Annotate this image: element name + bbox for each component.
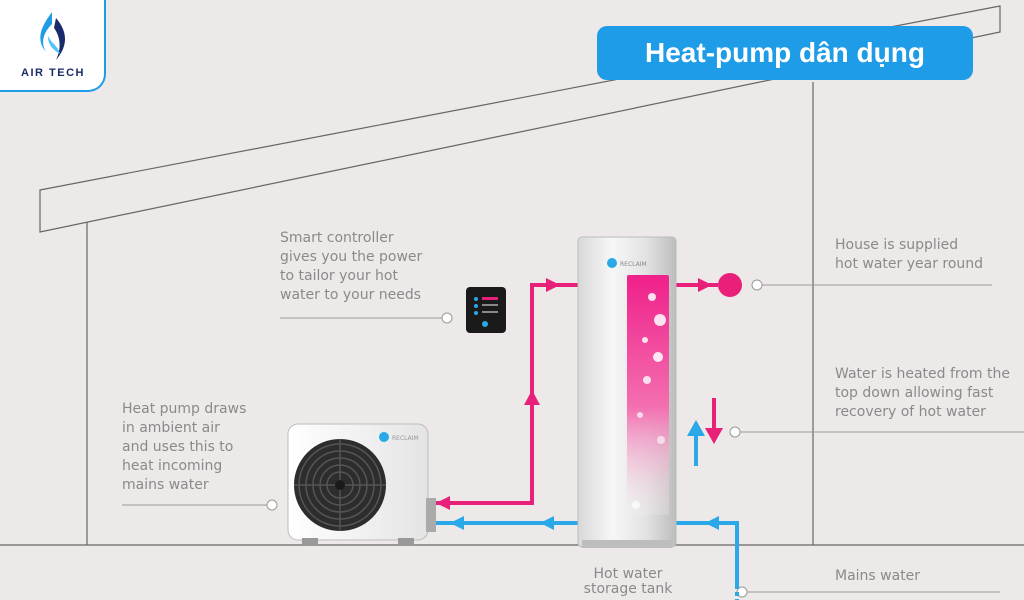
smart-controller — [466, 287, 506, 333]
heat-pump-label: Heat pump draws in ambient air and uses … — [122, 401, 247, 493]
svg-text:RECLAIM: RECLAIM — [392, 435, 419, 442]
cold-flow-arrow — [450, 516, 464, 530]
brand-name: AIR TECH — [21, 67, 85, 79]
house-wall — [0, 82, 1024, 546]
hot-flow-arrow — [436, 496, 450, 510]
cold-flow-arrow — [705, 516, 719, 530]
cold-flow-arrow — [540, 516, 554, 530]
controller-label: Smart controller gives you the power to … — [280, 230, 423, 303]
heat-pump-unit: RECLAIM — [287, 423, 436, 546]
heating-label: Water is heated from the top down allowi… — [835, 366, 1010, 420]
tank-label: Hot water storage tank — [583, 566, 673, 597]
brand-logo: AIR TECH — [0, 0, 106, 92]
page-title-badge: Heat-pump dân dụng — [597, 26, 973, 80]
hot-flow-arrow — [698, 278, 712, 292]
hot-flow-arrow — [546, 278, 560, 292]
svg-text:RECLAIM: RECLAIM — [620, 261, 647, 268]
leader-dots — [266, 279, 763, 598]
mains-water-label: Mains water — [835, 568, 921, 584]
hot-flow-arrow — [524, 390, 540, 405]
house-supply-label: House is supplied hot water year round — [835, 237, 984, 272]
leader-lines — [122, 284, 1024, 593]
flame-droplet-icon — [40, 12, 65, 60]
heating-direction-arrows — [687, 398, 723, 466]
hot-water-outlet — [718, 273, 742, 297]
storage-tank: RECLAIM — [577, 236, 677, 548]
